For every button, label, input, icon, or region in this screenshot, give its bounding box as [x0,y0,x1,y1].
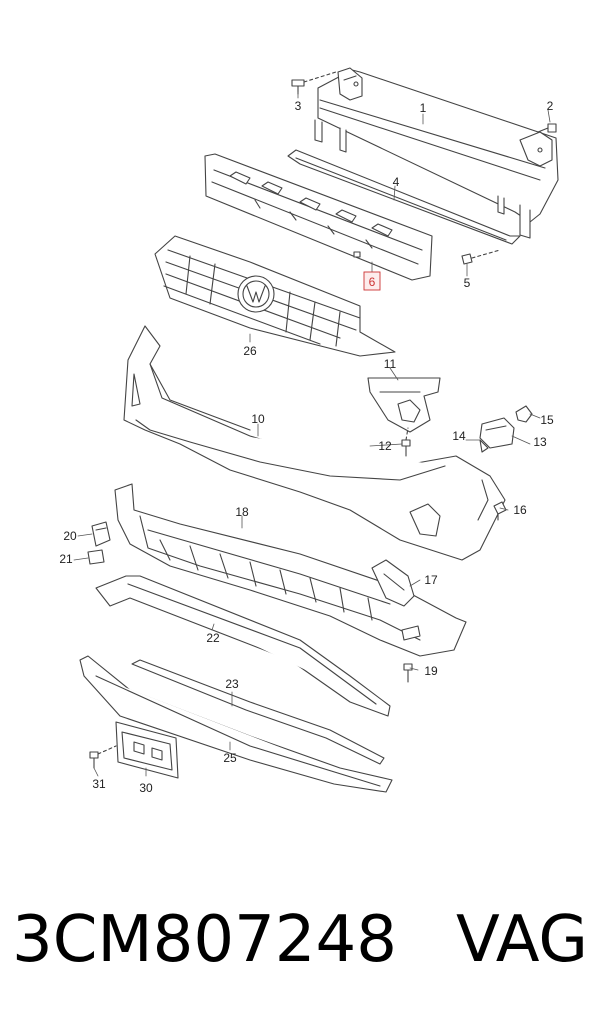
clip-5 [461,249,501,265]
callout-4: 4 [393,175,400,189]
callout-12: 12 [378,439,392,453]
sensor-holder [479,405,533,453]
brand-label: VAG [456,903,588,977]
callout-16: 16 [513,503,527,517]
trim-strip-23 [131,659,385,765]
trim-strip [287,149,521,245]
callout-2: 2 [547,99,554,113]
callout-30: 30 [139,781,153,795]
callout-6: 6 [369,275,376,289]
callout-25: 25 [223,751,237,765]
callout-10: 10 [251,412,265,426]
callout-1: 1 [420,101,427,115]
callout-31: 31 [92,777,106,791]
callout-23: 23 [225,677,239,691]
callout-17: 17 [424,573,438,587]
upper-grille [154,235,396,357]
bracket-21 [87,549,105,565]
callout-6-highlight-box [363,271,381,291]
screw-12 [401,427,411,457]
screw-31 [89,745,117,769]
callout-26: 26 [243,344,257,358]
screw-2 [537,123,557,133]
callout-3: 3 [295,99,302,113]
license-plate-bracket [115,721,179,779]
bumper-cover [123,325,506,561]
callout-19: 19 [424,664,438,678]
callout-13: 13 [533,435,547,449]
callout-14: 14 [452,429,466,443]
callout-21: 21 [59,552,73,566]
part-number: 3CM807248 [12,903,397,977]
callout-22: 22 [206,631,220,645]
lower-spoiler [79,655,393,793]
bracket-20 [91,521,111,547]
trim-piece-17 [371,559,415,607]
exploded-parts-diagram: 1 2 3 4 5 10 11 12 13 14 15 16 17 18 19 … [59,67,559,795]
bracket-11 [367,377,441,433]
callout-11: 11 [384,357,397,371]
screw-19 [403,663,413,683]
grille-frame [204,153,433,281]
callout-20: 20 [63,529,77,543]
callout-15: 15 [540,413,554,427]
callout-5: 5 [464,276,471,290]
underride-guard [95,575,391,717]
lower-section [114,483,467,657]
bumper-carrier [314,67,559,239]
callout-18: 18 [235,505,249,519]
